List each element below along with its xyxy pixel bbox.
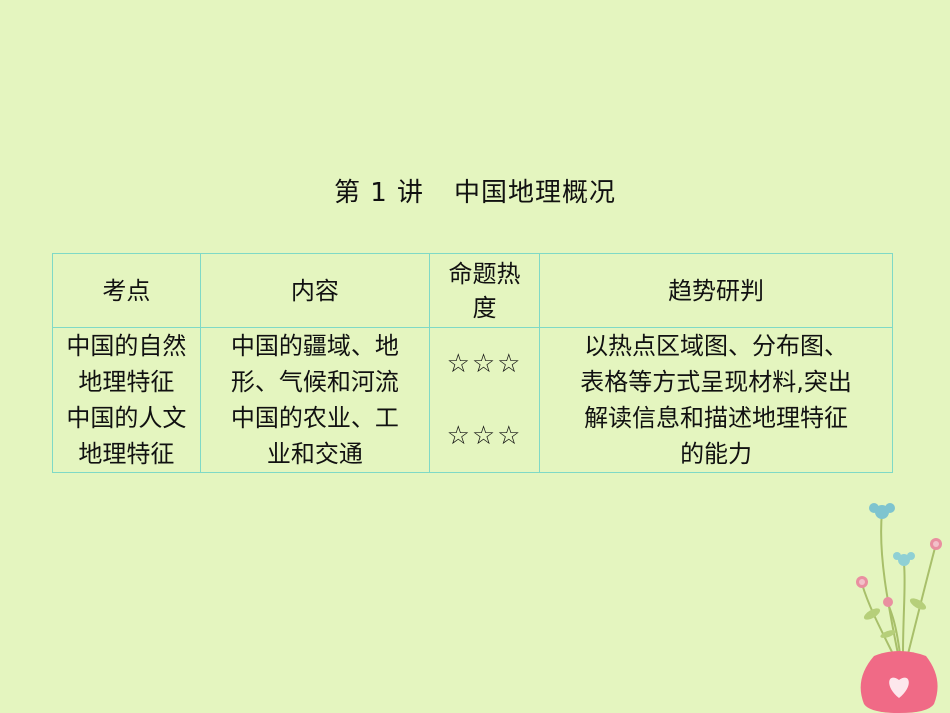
heat-stars: ☆☆☆ (446, 349, 523, 379)
neirong-line: 形、气候和河流 (230, 368, 399, 396)
kaodian-line: 中国的人文 (66, 404, 187, 432)
trend-line: 以热点区域图、分布图、 (584, 332, 849, 360)
kaodian-cell: 中国的自然 地理特征 中国的人文 地理特征 (52, 327, 201, 473)
table-row: 中国的自然 地理特征 中国的人文 地理特征 中国的疆域、地 形、气候和河流 中国… (52, 327, 893, 473)
header-kaodian: 考点 (52, 253, 201, 328)
kaodian-line: 地理特征 (78, 368, 175, 396)
header-redu: 命题热 度 (428, 253, 541, 328)
trend-cell: 以热点区域图、分布图、 表格等方式呈现材料,突出 解读信息和描述地理特征 的能力 (539, 327, 893, 473)
trend-line: 解读信息和描述地理特征 (584, 404, 849, 432)
flower-vase-decoration (856, 503, 942, 713)
neirong-cell: 中国的疆域、地 形、气候和河流 中国的农业、工 业和交通 (199, 327, 430, 473)
header-redu-line-1: 命题热 (448, 259, 521, 288)
header-redu-line-2: 度 (472, 293, 497, 322)
neirong-line: 中国的疆域、地 (230, 332, 399, 360)
neirong-line: 业和交通 (266, 440, 363, 468)
header-trend: 趋势研判 (539, 253, 893, 328)
exam-point-table: 考点 内容 命题热 度 趋势研判 中国的自然 地理特征 中国的人文 地理特征 中… (52, 253, 893, 473)
lecture-number: 第 1 讲 (333, 178, 425, 208)
trend-line: 的能力 (680, 440, 753, 468)
trend-line: 表格等方式呈现材料,突出 (580, 368, 852, 396)
lecture-topic: 中国地理概况 (454, 178, 617, 208)
flower-blue-icon (869, 503, 895, 519)
kaodian-line: 地理特征 (78, 440, 175, 468)
table-header-row: 考点 内容 命题热 度 趋势研判 (52, 253, 893, 328)
heat-stars: ☆☆☆ (446, 421, 523, 451)
neirong-line: 中国的农业、工 (230, 404, 399, 432)
header-neirong: 内容 (199, 253, 430, 328)
kaodian-line: 中国的自然 (66, 332, 187, 360)
redu-cell: ☆☆☆ ☆☆☆ (428, 327, 541, 473)
heart-icon (889, 677, 909, 698)
flower-teal-icon (893, 552, 915, 566)
slide-title: 第 1 讲中国地理概况 (0, 172, 950, 209)
